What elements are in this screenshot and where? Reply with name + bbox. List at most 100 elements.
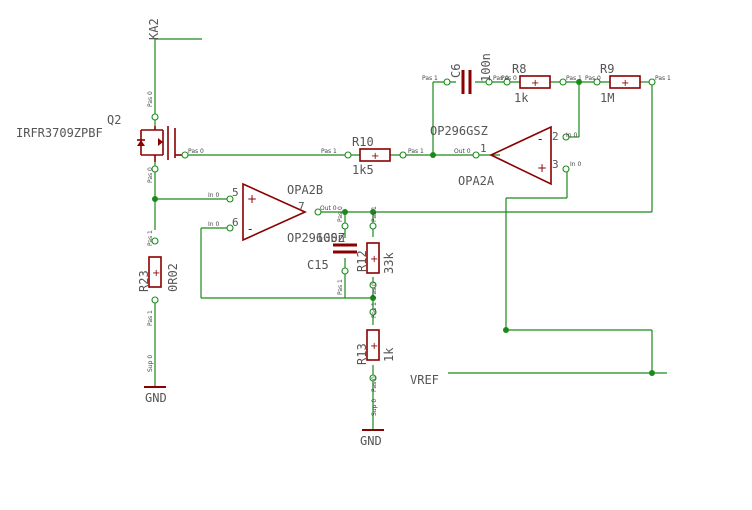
r8-name: R8 bbox=[512, 62, 526, 76]
r9-pin-1 bbox=[593, 78, 601, 86]
resistor-r10[interactable]: + bbox=[359, 148, 391, 162]
opa2b-in-minus-pin bbox=[226, 224, 234, 232]
r9-pin-label-2: Pas 1 bbox=[655, 75, 671, 82]
resistor-r12[interactable]: + bbox=[366, 242, 380, 274]
r12-pin-label-2: Pas 0 bbox=[371, 282, 378, 298]
c15-pin-label-1: Pas 0 bbox=[337, 206, 344, 222]
opamp-opa2b[interactable]: + - bbox=[242, 182, 307, 242]
c15-name: C15 bbox=[307, 258, 329, 272]
opa2b-value: OP296GSZ bbox=[287, 231, 345, 245]
wires bbox=[154, 38, 667, 430]
net-label-vref: VREF bbox=[410, 373, 439, 387]
resistor-r8[interactable]: + bbox=[519, 75, 551, 89]
opa2a-pin-num-2: 2 bbox=[552, 130, 559, 143]
opa2a-value: OP296GSZ bbox=[430, 124, 488, 138]
resistor-r9[interactable]: + bbox=[609, 75, 641, 89]
gnd-label-left: GND bbox=[145, 391, 167, 405]
opa2b-pin-label-out: Out 0 bbox=[320, 205, 337, 212]
opa2b-pin-num-6: 6 bbox=[232, 216, 239, 229]
c6-pin-1 bbox=[443, 78, 451, 86]
r12-value: 33k bbox=[382, 252, 396, 274]
r8-value: 1k bbox=[514, 91, 529, 105]
c6-value: 100n bbox=[479, 53, 493, 82]
resistor-r23[interactable]: + bbox=[148, 256, 162, 288]
junctions bbox=[152, 79, 655, 376]
r23-pin-2 bbox=[151, 296, 159, 304]
r10-pin-label-1: Pas 1 bbox=[321, 148, 337, 155]
opa2a-pin-label-in-minus: In 0 bbox=[566, 132, 577, 139]
opa2a-name: OPA2A bbox=[458, 174, 495, 188]
opa2b-pin-num-5: 5 bbox=[232, 186, 239, 199]
capacitor-c15[interactable] bbox=[333, 243, 357, 254]
r10-pin-2 bbox=[399, 151, 407, 159]
q2-value: IRFR3709ZPBF bbox=[16, 126, 103, 140]
opa2b-pin-label-in-minus: In 0 bbox=[208, 221, 219, 228]
svg-text:+: + bbox=[152, 268, 160, 279]
mosfet-q2[interactable] bbox=[137, 126, 184, 162]
q2-source-pin bbox=[151, 165, 159, 173]
r9-name: R9 bbox=[600, 62, 614, 76]
r13-name: R13 bbox=[355, 343, 369, 365]
r8-pin-label-1: Pas 0 bbox=[501, 75, 517, 82]
r13-pin-2 bbox=[369, 374, 377, 382]
opa2a-in-minus-pin bbox=[562, 133, 570, 141]
opa2a-pin-label-in-plus: In 0 bbox=[570, 161, 581, 168]
r10-name: R10 bbox=[352, 135, 374, 149]
r13-pin-label-2: Pas 0 bbox=[371, 376, 378, 392]
opa2b-pin-num-7: 7 bbox=[298, 200, 305, 213]
c6-pin-label-2: Pas 0 bbox=[493, 75, 509, 82]
svg-text:-: - bbox=[248, 222, 252, 236]
c15-pin-1 bbox=[341, 222, 349, 230]
r10-value: 1k5 bbox=[352, 163, 374, 177]
c6-pin-label-1: Pas 1 bbox=[422, 75, 438, 82]
r8-pin-1 bbox=[503, 78, 511, 86]
c6-pin-2 bbox=[485, 78, 493, 86]
opa2b-pin-label-in-plus: In 0 bbox=[208, 192, 219, 199]
c15-pin-label-2: Pas 1 bbox=[337, 279, 344, 295]
svg-text:+: + bbox=[531, 78, 539, 89]
q2-drain-pin bbox=[151, 113, 159, 121]
r8-pin-2 bbox=[559, 78, 567, 86]
r23-pin-label-2: Pas 1 bbox=[147, 310, 154, 326]
opa2a-pin-num-1: 1 bbox=[480, 142, 487, 155]
q2-pin-label-gate: Pas 0 bbox=[188, 148, 204, 155]
svg-text:+: + bbox=[537, 161, 547, 175]
r10-pin-label-2: Pas 1 bbox=[408, 148, 424, 155]
r9-pin-label-1: Pas 0 bbox=[585, 75, 601, 82]
svg-text:+: + bbox=[370, 254, 378, 265]
capacitor-c6[interactable] bbox=[461, 70, 472, 94]
q2-pin-label-source: Pas 0 bbox=[147, 167, 154, 183]
r12-pin-2 bbox=[369, 281, 377, 289]
r12-name: R12 bbox=[355, 250, 369, 272]
svg-text:-: - bbox=[538, 132, 542, 146]
net-label-ka2: KA2 bbox=[147, 18, 161, 40]
q2-pin-label-drain: Pas 0 bbox=[147, 91, 154, 107]
svg-text:+: + bbox=[371, 151, 379, 162]
resistor-r13[interactable]: + bbox=[366, 329, 380, 361]
c6-name: C6 bbox=[449, 64, 463, 78]
r23-name: R23 bbox=[137, 270, 151, 292]
r23-pin-1 bbox=[151, 237, 159, 245]
r13-sup-label: Sup 0 bbox=[371, 399, 378, 416]
r12-pin-label-1: Pas 1 bbox=[371, 206, 378, 222]
svg-text:+: + bbox=[247, 192, 257, 206]
opamp-opa2a[interactable]: - + bbox=[489, 125, 552, 186]
q2-gate-pin bbox=[181, 151, 189, 159]
r23-value: 0R02 bbox=[166, 263, 180, 292]
opa2b-out-pin bbox=[314, 208, 322, 216]
opa2a-pin-num-3: 3 bbox=[552, 158, 559, 171]
opa2b-in-plus-pin bbox=[226, 195, 234, 203]
r23-pin-label-1: Pas 1 bbox=[147, 230, 154, 246]
q2-name: Q2 bbox=[107, 113, 121, 127]
opa2a-in-plus-pin bbox=[562, 165, 570, 173]
opa2a-out-pin bbox=[472, 151, 480, 159]
r9-pin-2 bbox=[648, 78, 656, 86]
r8-pin-label-2: Pas 1 bbox=[566, 75, 582, 82]
opa2a-pin-label-out: Out 0 bbox=[454, 148, 471, 155]
opa2b-name: OPA2B bbox=[287, 183, 323, 197]
r23-sup-label: Sup 0 bbox=[147, 355, 154, 372]
c15-value: 100n bbox=[316, 231, 345, 245]
svg-text:+: + bbox=[621, 78, 629, 89]
r9-value: 1M bbox=[600, 91, 614, 105]
